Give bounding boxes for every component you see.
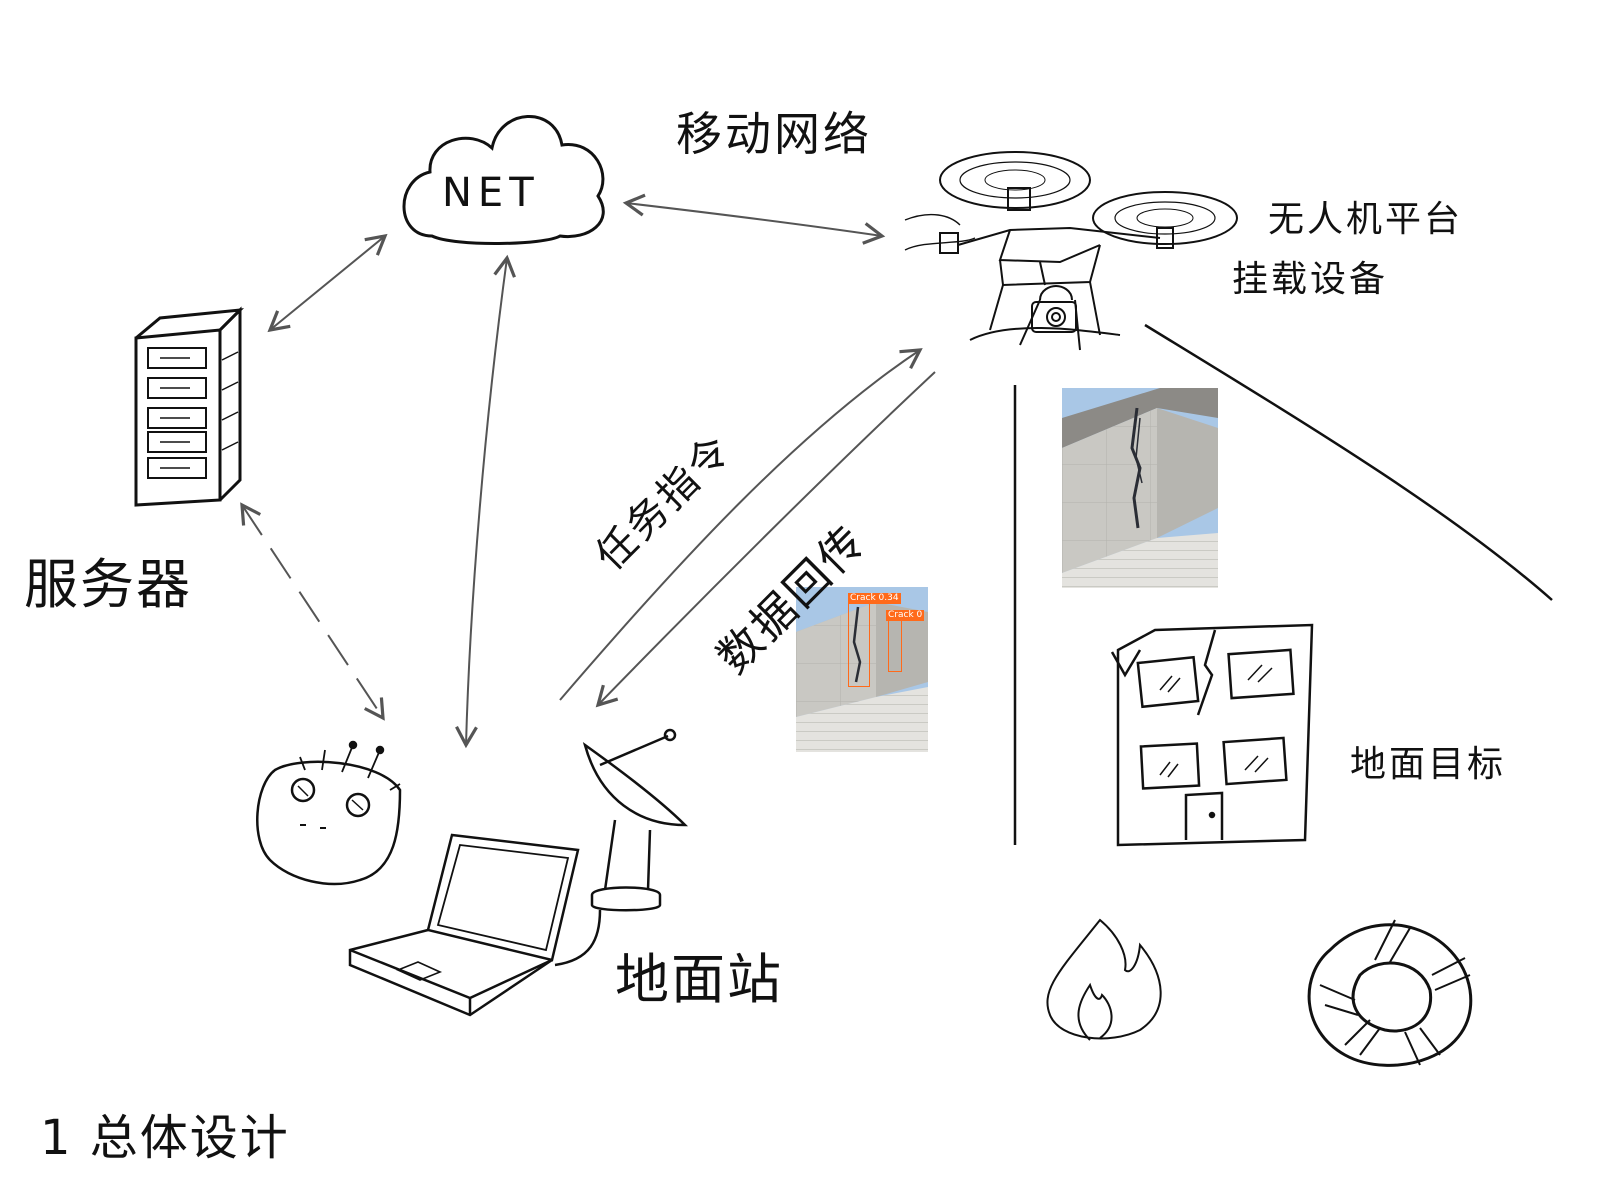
- building-icon: [1110, 623, 1314, 847]
- ground-station-label: 地面站: [615, 948, 783, 1011]
- arrow-data-return: [595, 371, 936, 708]
- server-icon: [134, 306, 245, 507]
- detection-label-1: Crack 0.34: [848, 593, 901, 604]
- net-label: NET: [442, 170, 540, 216]
- arrow-server-controller: [240, 502, 385, 721]
- laptop-icon: [348, 833, 602, 1017]
- payload-equipment-label: 挂载设备: [1232, 259, 1389, 300]
- lifebuoy-icon: [1307, 919, 1473, 1067]
- detection-label-2: Crack 0: [886, 610, 925, 621]
- remote-controller-icon: [256, 740, 402, 886]
- arrow-cloud-server: [267, 233, 388, 333]
- cloud-icon: [402, 115, 605, 245]
- drone-coverage-lines: [1013, 323, 1553, 845]
- ground-target-label: 地面目标: [1350, 744, 1507, 785]
- arrow-task-command: [559, 348, 923, 701]
- detection-box-2: [888, 620, 902, 672]
- satellite-dish-icon: [582, 728, 689, 912]
- server-label: 服务器: [24, 553, 192, 616]
- detection-box-1: [848, 603, 870, 687]
- drone-icon: [904, 151, 1238, 351]
- crack-photo: [1062, 388, 1218, 588]
- crack-photo-drawing: [1062, 388, 1218, 588]
- arrow-cloud-groundstation: [455, 254, 516, 749]
- uav-platform-label: 无人机平台: [1268, 199, 1464, 240]
- detection-photo: Crack 0.34 Crack 0: [796, 587, 928, 752]
- fire-icon: [1046, 918, 1162, 1041]
- arrow-cloud-drone: [622, 193, 886, 245]
- section-title: 1 总体设计: [40, 1110, 290, 1166]
- mobile-network-label: 移动网络: [676, 107, 872, 161]
